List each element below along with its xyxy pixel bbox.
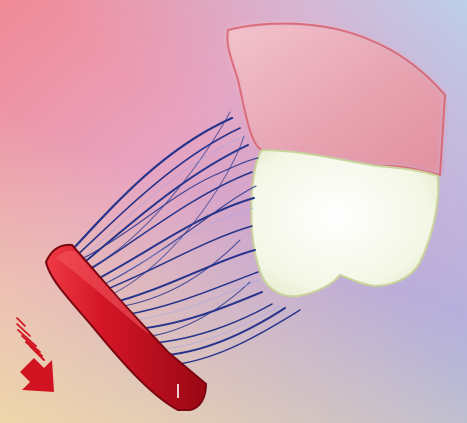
tooth bbox=[251, 150, 438, 296]
